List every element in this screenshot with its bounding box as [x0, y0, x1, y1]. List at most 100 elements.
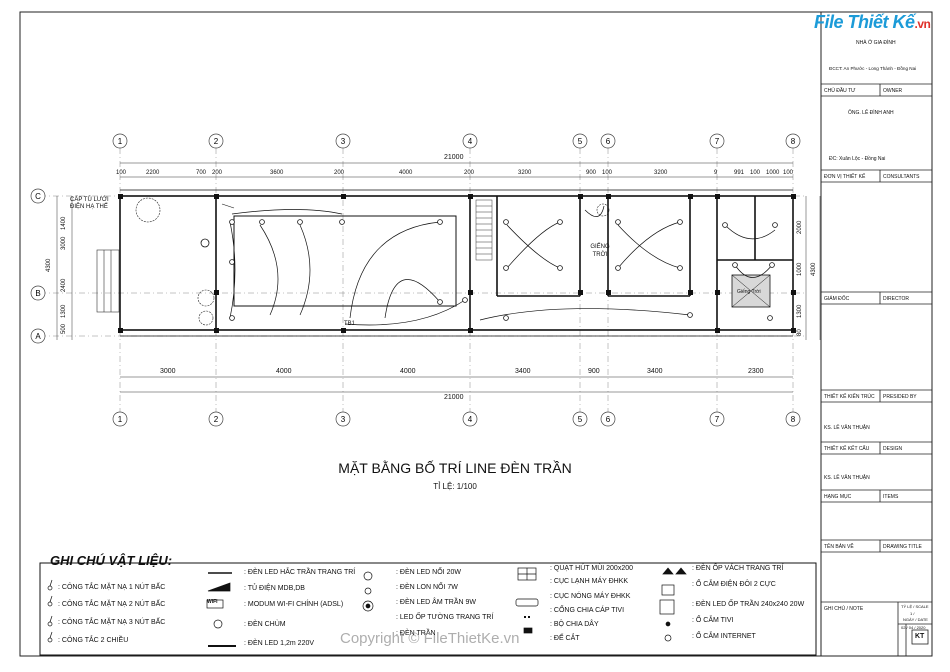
watermark: Copyright © FileThietKe.vn — [340, 630, 520, 647]
grid-bubble-1: 1 — [112, 411, 128, 427]
dimension-label: 500 — [61, 323, 67, 334]
architect-label-en: PRESIDED BY — [883, 394, 917, 400]
svg-text:7: 7 — [715, 415, 720, 424]
legend-item: : Ổ CẮM TIVI — [692, 617, 734, 624]
legend-item: : LED ỐP TƯỜNG TRANG TRÍ — [396, 614, 494, 621]
legend-item: : ĐÈN LON NỔI 7W — [396, 584, 458, 591]
legend-item: : CÔNG TẮC MẶT NẠ 1 NÚT BẤC — [58, 584, 166, 591]
drawing-name-label: TÊN BẢN VẼ — [824, 544, 854, 550]
grid-bubble-6: 6 — [600, 411, 616, 427]
grid-bubble-6: 6 — [600, 133, 616, 149]
dimension-label: 200 — [334, 170, 345, 176]
dimension-label: 3200 — [518, 170, 532, 176]
column — [578, 194, 583, 199]
dimension-label: 100 — [783, 170, 794, 176]
grid-bubble-3: 3 — [335, 133, 351, 149]
light-fixture — [732, 262, 738, 268]
dimension-label: 3600 — [270, 170, 284, 176]
dimension-label: 100 — [116, 170, 127, 176]
svg-text:1: 1 — [118, 415, 123, 424]
light-fixture — [772, 222, 778, 228]
light-fixture — [462, 297, 468, 303]
dimension-label: 1300 — [797, 304, 803, 318]
legend-heading: GHI CHÚ VẬT LIỆU: — [50, 553, 173, 568]
tb1-label: TB1 — [344, 321, 356, 327]
dimension-label: 200 — [212, 170, 223, 176]
architect-name: KS. LÊ VĂN THUẬN — [824, 425, 870, 431]
wifi-icon: WIFI — [207, 599, 218, 605]
light-fixtures — [229, 219, 778, 321]
grid-bubble-8: 8 — [785, 411, 801, 427]
drawing-title: MẶT BẰNG BỐ TRÍ LINE ĐÈN TRẦN — [338, 460, 572, 476]
light-fixture — [503, 219, 509, 225]
grid-bubble-4: 4 — [462, 411, 478, 427]
column — [118, 194, 123, 199]
building-walls — [119, 189, 794, 337]
director-label: GIÁM ĐỐC — [824, 296, 850, 302]
grid-bubble-B: B — [30, 285, 46, 301]
dimension-label: 3000 — [160, 368, 176, 375]
svg-text:3: 3 — [341, 415, 346, 424]
column — [715, 290, 720, 295]
consultant-label: ĐƠN VỊ THIẾT KẾ — [824, 174, 866, 180]
dimension-label: 80 — [797, 329, 803, 336]
structural-columns — [118, 194, 796, 333]
dimension-label: 900 — [586, 170, 597, 176]
light-fixture — [677, 219, 683, 225]
legend-item: : ĐÈN LED ỐP TRẦN 240x240 20W — [692, 601, 805, 608]
dimension-label: 2200 — [146, 170, 160, 176]
light-fixture — [229, 259, 235, 265]
gate — [96, 249, 120, 313]
scale-label: TỶ LỆ / SCALE — [901, 604, 929, 609]
legend-item: : CỔNG CHIA CÁP TIVI — [550, 607, 625, 614]
light-fixture — [297, 219, 303, 225]
light-fixture — [229, 315, 235, 321]
dimension-lines — [56, 162, 821, 393]
grid-bubble-5: 5 — [572, 411, 588, 427]
column — [791, 194, 796, 199]
dimension-label: 2400 — [61, 278, 67, 292]
light-fixture — [339, 219, 345, 225]
svg-text:3: 3 — [341, 137, 346, 146]
legend-item: : ĐÈN LED HẮC TRẦN TRANG TRÍ — [244, 569, 356, 576]
consultant-label-en: CONSULTANTS — [883, 174, 920, 180]
grid-bubble-3: 3 — [335, 411, 351, 427]
tree-symbols — [135, 197, 610, 326]
grid-bubble-8: 8 — [785, 133, 801, 149]
grid-bubble-C: C — [30, 188, 46, 204]
light-fixture — [437, 219, 443, 225]
light-fixture — [769, 262, 775, 268]
sheet-code: KT — [915, 633, 925, 640]
light-fixture — [557, 265, 563, 271]
legend-item: : ĐẾ CẮT — [550, 635, 580, 642]
light-fixture — [615, 265, 621, 271]
svg-text:A: A — [35, 332, 41, 341]
dimension-label: 1400 — [61, 216, 67, 230]
column — [688, 194, 693, 199]
date-label: NGÀY / DATE — [903, 617, 928, 622]
dimension-label: 3400 — [515, 368, 531, 375]
sheet-border — [19, 11, 933, 657]
drawing-scale: TỈ LỆ: 1/100 — [433, 482, 477, 491]
svg-text:4: 4 — [468, 137, 473, 146]
svg-text:8: 8 — [791, 415, 796, 424]
dimension-label: 2000 — [797, 220, 803, 234]
light-fixture — [557, 219, 563, 225]
light-fixture — [503, 315, 509, 321]
wall-socket-icon — [200, 238, 210, 248]
grid-bubble-7: 7 — [709, 411, 725, 427]
svg-text:4: 4 — [468, 415, 473, 424]
column — [341, 328, 346, 333]
wiring-lines — [229, 205, 776, 326]
light-well-label: GIẾNG TRỜI — [590, 244, 610, 258]
legend-item: : MODUM WI-FI CHÍNH (ADSL) — [244, 601, 344, 608]
column — [214, 194, 219, 199]
dimension-label: 1000 — [766, 170, 780, 176]
legend-icons — [47, 567, 687, 647]
grid-lines — [40, 148, 806, 412]
column — [606, 290, 611, 295]
drawing-name-label-en: DRAWING TITLE — [883, 544, 922, 550]
grid-bubble-2: 2 — [208, 133, 224, 149]
